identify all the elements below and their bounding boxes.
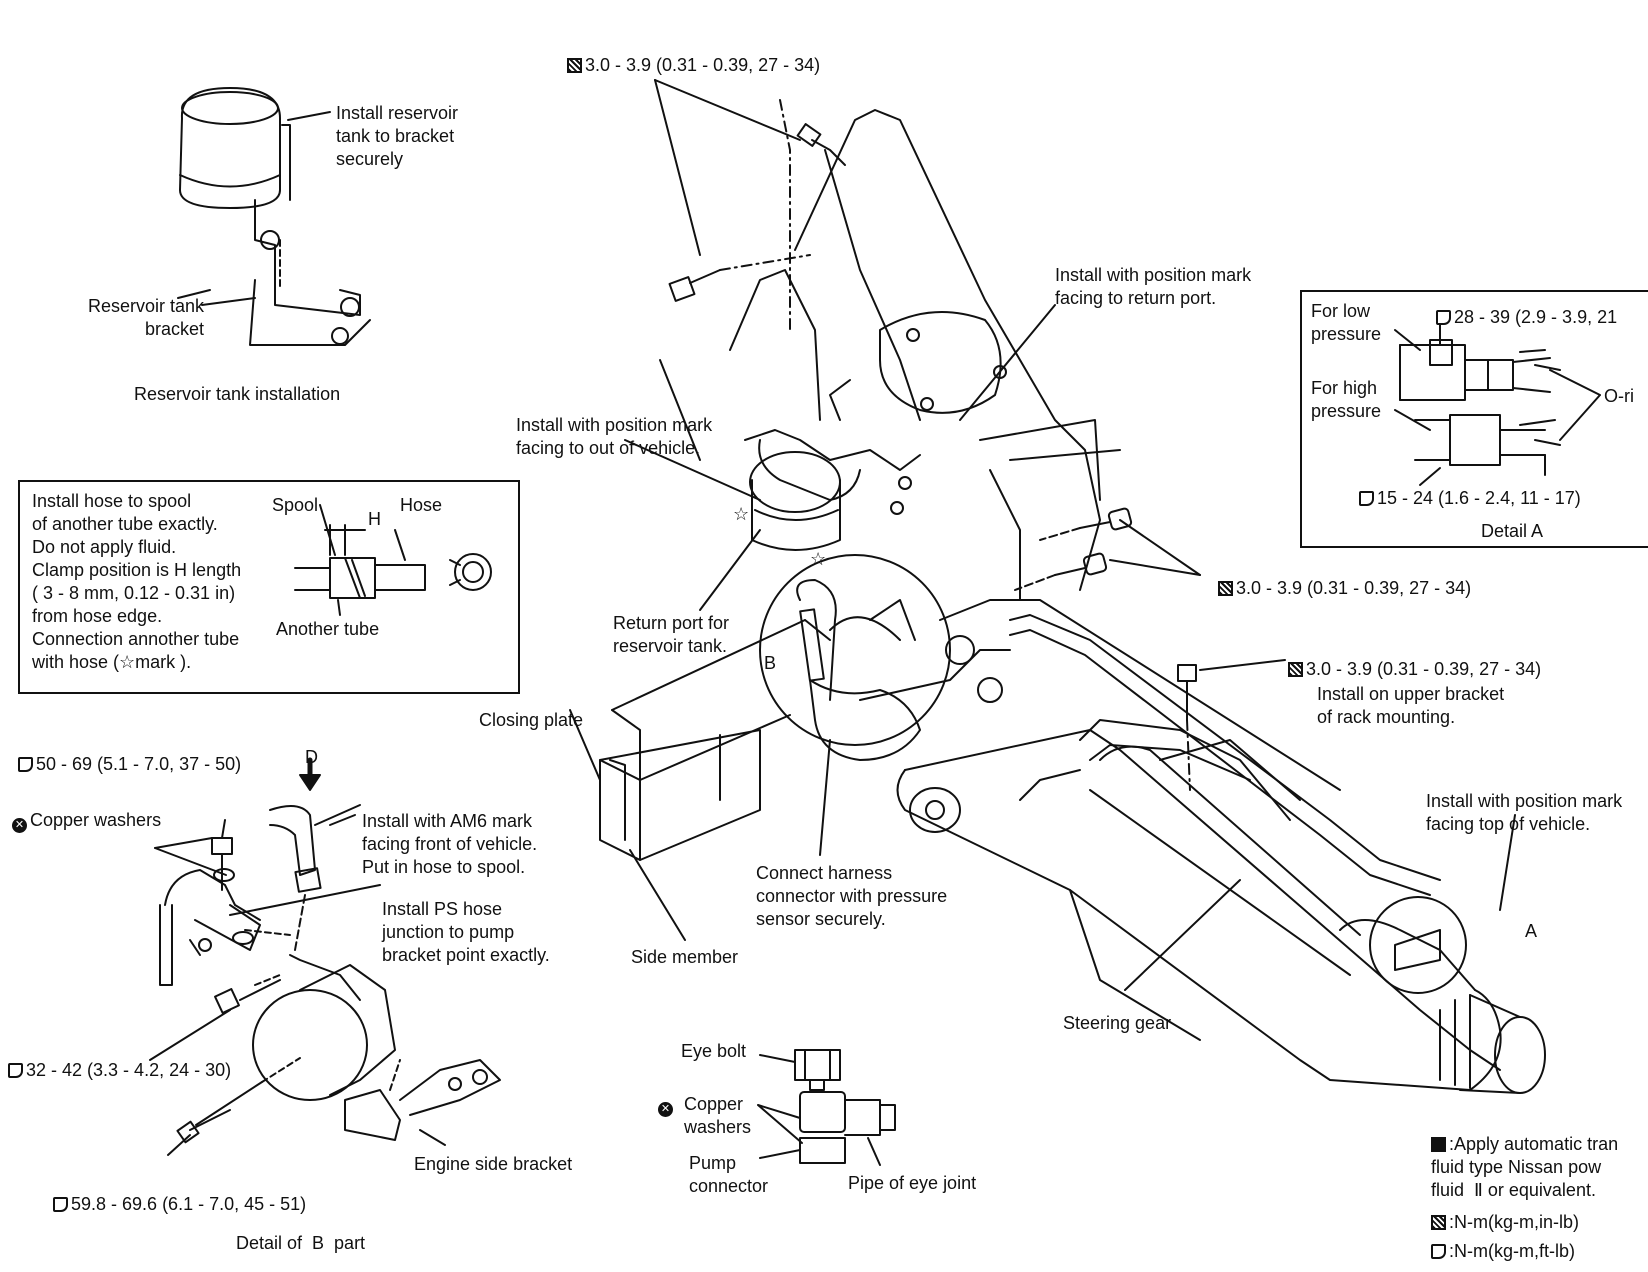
reservoir-bracket-label: Reservoir tank bracket [87,296,204,339]
rack-mount-note: Install on upper bracket of rack mountin… [1317,684,1505,727]
ps-pipes [939,599,1441,896]
atf-icon [1431,1137,1446,1152]
another-tube-label: Another tube [276,619,380,639]
low-pressure-label: For low pressure [1311,301,1382,344]
torque-middle-bolts: 3.0 - 3.9 (0.31 - 0.39, 27 - 34) [1218,577,1471,600]
legend-nm-ft-lb: :N-m(kg-m,ft-lb) [1431,1240,1575,1263]
eye-bolt-drawing [757,1049,896,1166]
engine-side-bracket-label: Engine side bracket [414,1154,573,1174]
torque-32-42: 32 - 42 (3.3 - 4.2, 24 - 30) [8,1059,231,1082]
top-bolts [654,79,846,331]
middle-bolts [1014,507,1133,591]
leader-lines [569,304,1516,991]
pump-connector-label: Pump connector [689,1153,769,1196]
reservoir-install-note: Install reservoir tank to bracket secure… [336,103,459,169]
torque-top-bolts: 3.0 - 3.9 (0.31 - 0.39, 27 - 34) [567,54,820,77]
main-assembly [659,109,1121,601]
copper-washer-icon: ✕ [658,1102,673,1117]
ps-hose-junction-note: Install PS hose junction to pump bracket… [382,899,550,965]
return-port-label: Return port for reservoir tank. [613,613,730,656]
reservoir-tank-drawing [179,87,371,346]
torque-in-lb-icon [567,58,582,73]
torque-ft-lb-icon [1431,1244,1446,1259]
copper-washer-icon: ✕ [12,818,27,833]
steering-gear [896,729,1546,1094]
star-mark-icon: ☆ [733,504,750,524]
rack-bolt [1177,659,1286,791]
detail-a-title: Detail A [1481,521,1544,541]
high-pressure-label: For high pressure [1311,378,1382,421]
top-of-vehicle-mark-note: Install with position mark facing top of… [1426,791,1623,834]
copper-washers-text-eye: Copper washers [684,1094,752,1137]
detail-d-arrow-label: D [305,747,318,767]
o-ring-label: O-ri [1604,386,1634,406]
star-mark-icon: ☆ [810,549,827,569]
copper-washers-label-eye: ✕ [658,1093,676,1117]
harness-connector-note: Connect harness connector with pressure … [756,863,948,929]
torque-ft-lb-icon [1359,491,1374,506]
return-port-mark-note: Install with position mark facing to ret… [1055,265,1252,308]
detail-b-drawing [149,757,501,1156]
detail-a-drawing [1394,319,1601,486]
spool-label: Spool [272,495,319,515]
steering-gear-label: Steering gear [1063,1013,1172,1033]
torque-ft-lb-icon [8,1063,23,1078]
circle-b [759,554,1011,761]
pipe-of-eye-joint-label: Pipe of eye joint [848,1173,977,1193]
legend-nm-in-lb: :N-m(kg-m,in-lb) [1431,1211,1579,1234]
out-of-vehicle-mark-note: Install with position mark facing to out… [516,415,713,458]
torque-ft-lb-icon [1436,310,1451,325]
torque-ft-lb-icon [53,1197,68,1212]
torque-rack-bolt: 3.0 - 3.9 (0.31 - 0.39, 27 - 34) [1288,658,1541,681]
legend-atf: :Apply automatic tran fluid type Nissan … [1431,1134,1619,1200]
reservoir-installation-title: Reservoir tank installation [134,384,341,404]
copper-washers-label-b: ✕Copper washers [12,809,161,833]
torque-in-lb-icon [1218,581,1233,596]
closing-plate-label: Closing plate [479,710,584,730]
h-length-label: H [368,509,381,529]
torque-low-pressure: 28 - 39 (2.9 - 3.9, 21 [1436,306,1617,329]
torque-in-lb-icon [1431,1215,1446,1230]
reservoir-leader [177,289,211,299]
torque-59-69: 59.8 - 69.6 (6.1 - 7.0, 45 - 51) [53,1193,306,1216]
hose-note-box [18,480,520,694]
circle-b-label: B [764,653,777,673]
torque-50-69: 50 - 69 (5.1 - 7.0, 37 - 50) [18,753,241,776]
side-member-label: Side member [631,947,739,967]
hose-instructions: Install hose to spool of another tube ex… [32,491,242,672]
eye-bolt-label: Eye bolt [681,1041,747,1061]
hose-spool-drawing [294,504,492,616]
detail-a-box [1300,290,1648,548]
circle-a-label: A [1525,921,1538,941]
torque-high-pressure: 15 - 24 (1.6 - 2.4, 11 - 17) [1359,487,1581,510]
am6-mark-note: Install with AM6 mark facing front of ve… [362,811,538,877]
hose-label: Hose [400,495,443,515]
torque-ft-lb-icon [18,757,33,772]
torque-in-lb-icon [1288,662,1303,677]
side-member [599,619,831,861]
detail-b-title: Detail of B part [236,1233,366,1253]
